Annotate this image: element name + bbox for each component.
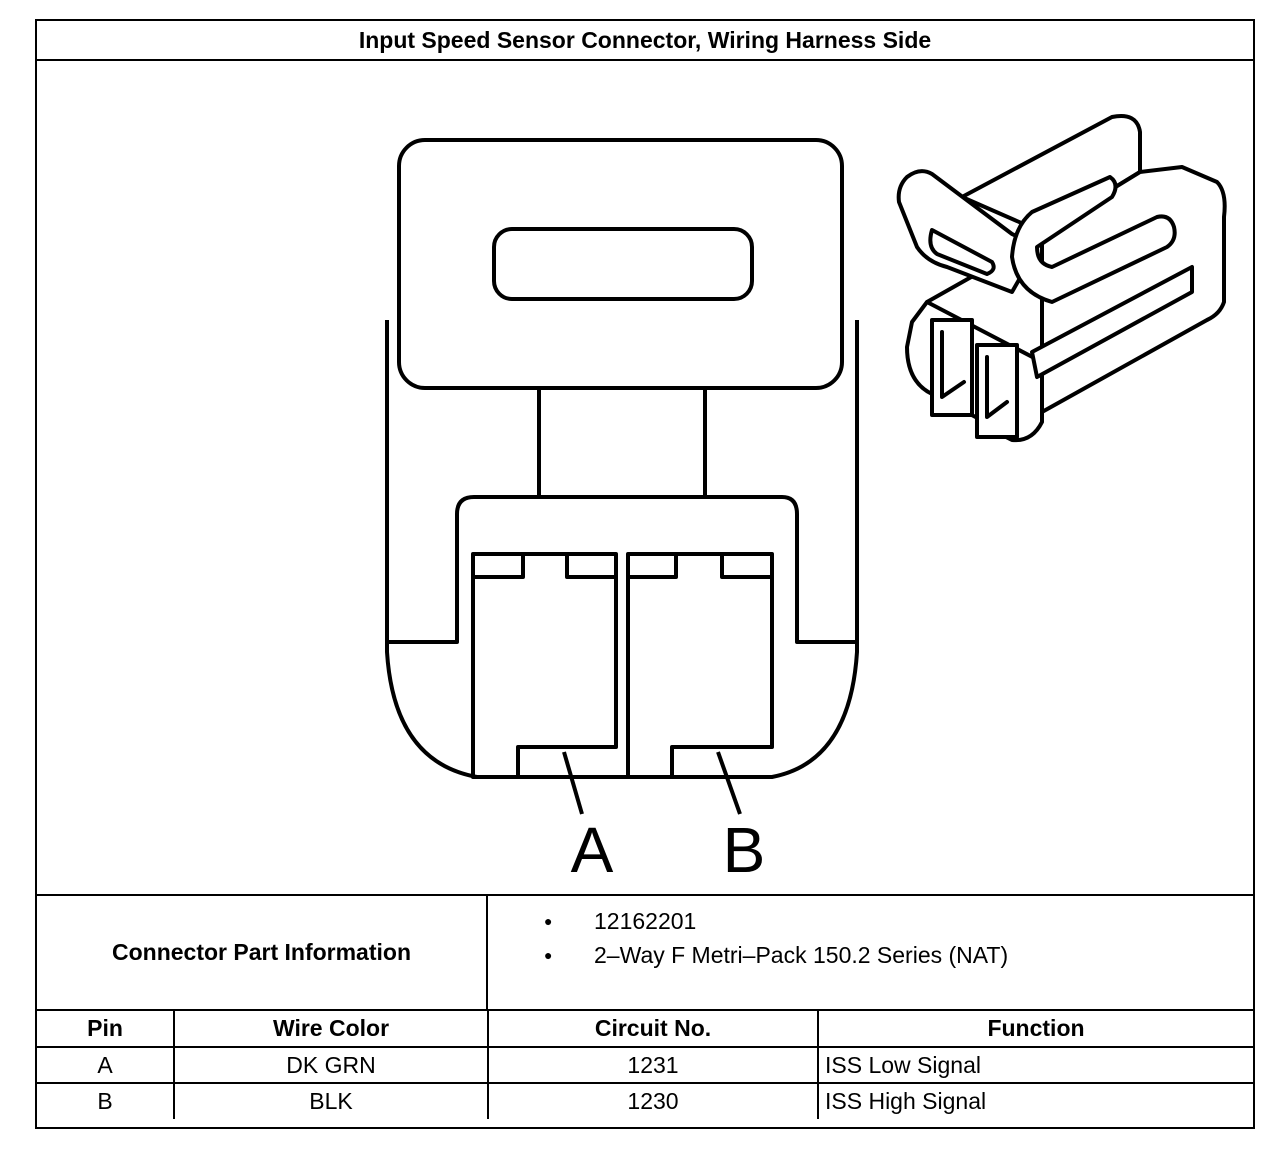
locking-tab xyxy=(397,138,844,390)
cavity-a-notch-left xyxy=(473,554,525,579)
header-circuit-no: Circuit No. xyxy=(487,1011,819,1048)
cavity-b-notch-left xyxy=(628,554,678,579)
cell-wire-color: DK GRN xyxy=(173,1046,489,1084)
cavity-b xyxy=(626,552,774,779)
part-info-row: Connector Part Information 12162201 2–Wa… xyxy=(37,894,1253,1011)
cavity-a-notch-right xyxy=(565,554,616,579)
pin-label-a: A xyxy=(571,814,614,886)
pin-label-b: B xyxy=(723,814,766,886)
table-header-row: Pin Wire Color Circuit No. Function xyxy=(37,1011,1253,1048)
cell-pin: B xyxy=(37,1082,175,1119)
header-function: Function xyxy=(817,1011,1253,1048)
connector-sheet: Input Speed Sensor Connector, Wiring Har… xyxy=(35,19,1255,1129)
part-series: 2–Way F Metri–Pack 150.2 Series (NAT) xyxy=(488,942,1008,976)
table-row: A DK GRN 1231 ISS Low Signal xyxy=(37,1046,1253,1084)
connector-body-outline xyxy=(385,320,859,779)
cell-function: ISS Low Signal xyxy=(817,1046,1253,1084)
cell-circuit-no: 1231 xyxy=(487,1046,819,1084)
connector-isometric-view xyxy=(896,114,1227,443)
cavity-a xyxy=(471,552,618,779)
cell-wire-color: BLK xyxy=(173,1082,489,1119)
connector-shoulder-line-left xyxy=(387,495,857,644)
leader-line-a xyxy=(562,751,584,815)
header-wire-color: Wire Color xyxy=(173,1011,489,1048)
sheet-title: Input Speed Sensor Connector, Wiring Har… xyxy=(37,21,1253,61)
leader-line-b xyxy=(716,751,742,815)
header-pin: Pin xyxy=(37,1011,175,1048)
pinout-table: Pin Wire Color Circuit No. Function A DK… xyxy=(37,1011,1253,1119)
cell-pin: A xyxy=(37,1046,175,1084)
cell-function: ISS High Signal xyxy=(817,1082,1253,1119)
part-number: 12162201 xyxy=(488,908,1008,942)
part-info-list: 12162201 2–Way F Metri–Pack 150.2 Series… xyxy=(488,908,1008,976)
connector-diagram: A B xyxy=(37,61,1253,894)
cavity-b-notch-right xyxy=(720,554,772,579)
table-row: B BLK 1230 ISS High Signal xyxy=(37,1082,1253,1119)
part-info-label: Connector Part Information xyxy=(37,896,488,1009)
locking-tab-slot xyxy=(492,227,754,301)
cell-circuit-no: 1230 xyxy=(487,1082,819,1119)
